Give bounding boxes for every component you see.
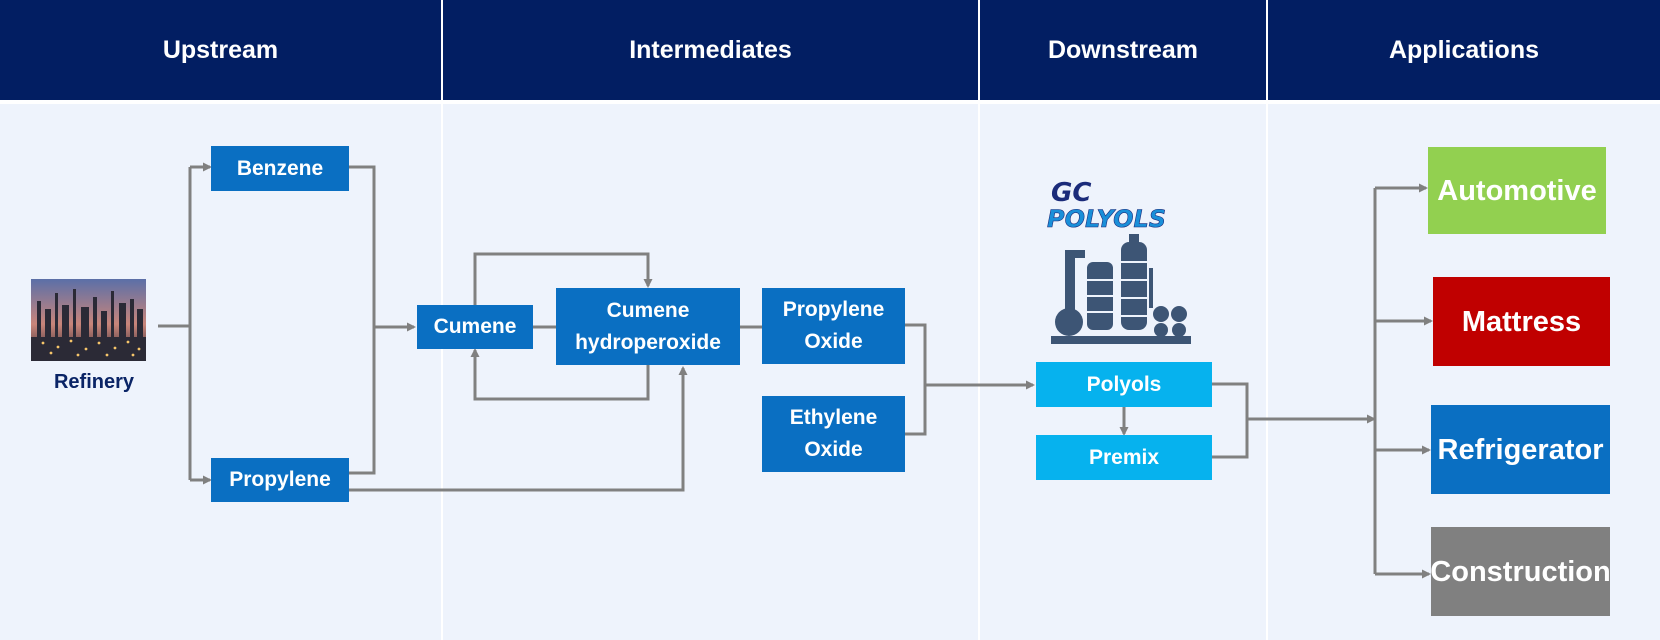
app-construction: Construction [1430,527,1611,616]
refinery-label: Refinery [53,371,135,393]
node-cumene-hydroperoxide: Cumene hydroperoxide [556,288,740,365]
app-mattress: Mattress [1433,277,1610,366]
plant-icon [1051,234,1191,344]
node-cumene: Cumene [417,305,533,349]
node-polyols: Polyols [1036,362,1212,407]
node-ethylene-oxide: Ethylene Oxide [762,396,905,472]
app-refrigerator: Refrigerator [1431,405,1610,494]
arrow-cumene-loop-bottom [470,348,650,401]
arrow-oxides-merge [905,323,927,436]
column-intermediates [443,104,978,640]
cumene-hydroperoxide-line2: hydroperoxide [575,330,721,354]
arrow-propylene-to-chp [349,366,688,492]
arrow-benzene-merge [349,165,376,475]
gc-polyols-logo: GC POLYOLS [1047,178,1167,233]
arrow-cumene-loop-top [473,252,653,305]
header-downstream: Downstream [980,0,1266,100]
propylene-oxide-line2: Oxide [804,330,863,353]
node-benzene: Benzene [211,146,349,191]
header-upstream: Upstream [0,0,441,100]
cumene-hydroperoxide-line1: Cumene [606,298,690,322]
propylene-oxide-line1: Propylene [782,298,885,321]
node-propylene: Propylene [211,458,349,502]
app-automotive: Automotive [1428,147,1606,234]
ethylene-oxide-line1: Ethylene [789,406,878,429]
refinery-image [31,279,146,361]
logo-text-polyols: POLYOLS [1047,205,1166,233]
logo-text-gc: GC [1051,178,1091,208]
arrow-downstream-merge [1212,382,1249,459]
ethylene-oxide-line2: Oxide [804,438,863,461]
header-intermediates: Intermediates [443,0,978,100]
header-applications: Applications [1268,0,1660,100]
column-upstream [0,104,441,640]
node-propylene-oxide: Propylene Oxide [762,288,905,364]
node-premix: Premix [1036,435,1212,480]
